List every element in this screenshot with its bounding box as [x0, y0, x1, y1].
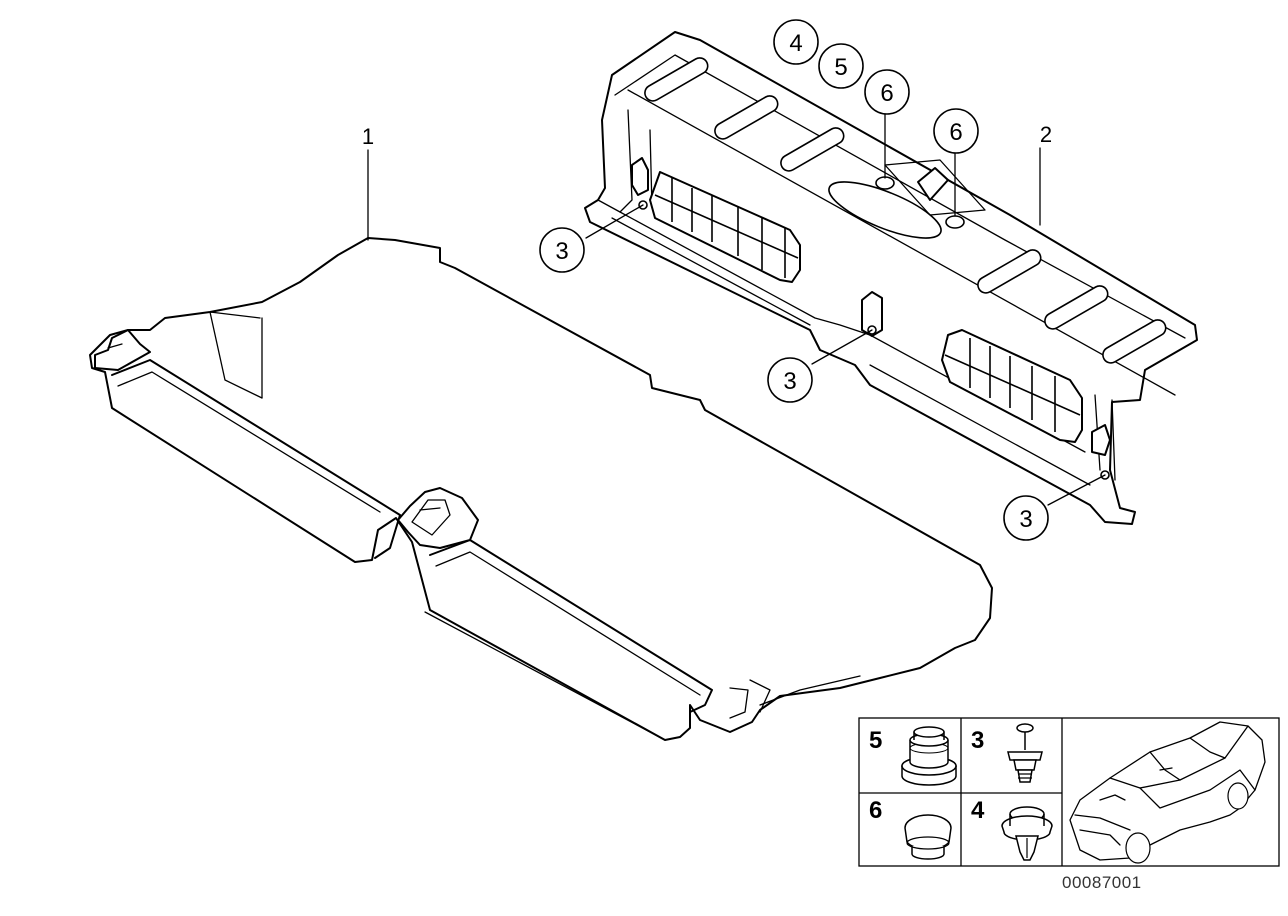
legend-label-3: 3 [971, 727, 984, 754]
callout-3-right: 3 [1003, 495, 1049, 541]
label-1: 1 [362, 124, 374, 149]
callout-6-a: 6 [864, 69, 910, 115]
label-6-b: 6 [949, 119, 962, 146]
legend-label-4: 4 [971, 797, 985, 824]
part-number: 00087001 [1062, 873, 1142, 892]
callout-leaders [585, 113, 1106, 506]
push-rivet-icon [1001, 806, 1053, 861]
part-2-rear-panel-trim [584, 31, 1198, 525]
legend-label-5: 5 [869, 727, 882, 754]
legend-label-6: 6 [869, 797, 882, 824]
screw-clip-icon [1007, 723, 1043, 783]
right-vent-grille [941, 329, 1083, 443]
label-3-left: 3 [555, 238, 568, 265]
callout-6-b: 6 [933, 108, 979, 154]
part-1-trim-panel [89, 149, 993, 741]
label-5: 5 [834, 54, 847, 81]
legend-cell-3: 3 [971, 723, 1043, 783]
callout-5: 5 [818, 43, 864, 89]
left-vent-grille [649, 171, 801, 283]
label-4: 4 [789, 30, 802, 57]
callout-3-center: 3 [767, 357, 813, 403]
car-outline-icon [1069, 721, 1266, 864]
callout-4: 4 [773, 19, 819, 65]
plug-icon [901, 726, 957, 786]
label-6-a: 6 [880, 80, 893, 107]
parts-legend: 5 3 [858, 717, 1280, 867]
legend-cell-6: 6 [869, 797, 952, 860]
legend-cell-5: 5 [869, 726, 957, 786]
callout-1: 1 [362, 124, 374, 149]
label-3-right: 3 [1019, 506, 1032, 533]
callout-3-left: 3 [539, 227, 585, 273]
label-3-center: 3 [783, 368, 796, 395]
callout-2: 2 [1040, 122, 1052, 147]
cap-icon [904, 814, 952, 860]
legend-cell-4: 4 [971, 797, 1053, 861]
label-2: 2 [1040, 122, 1052, 147]
